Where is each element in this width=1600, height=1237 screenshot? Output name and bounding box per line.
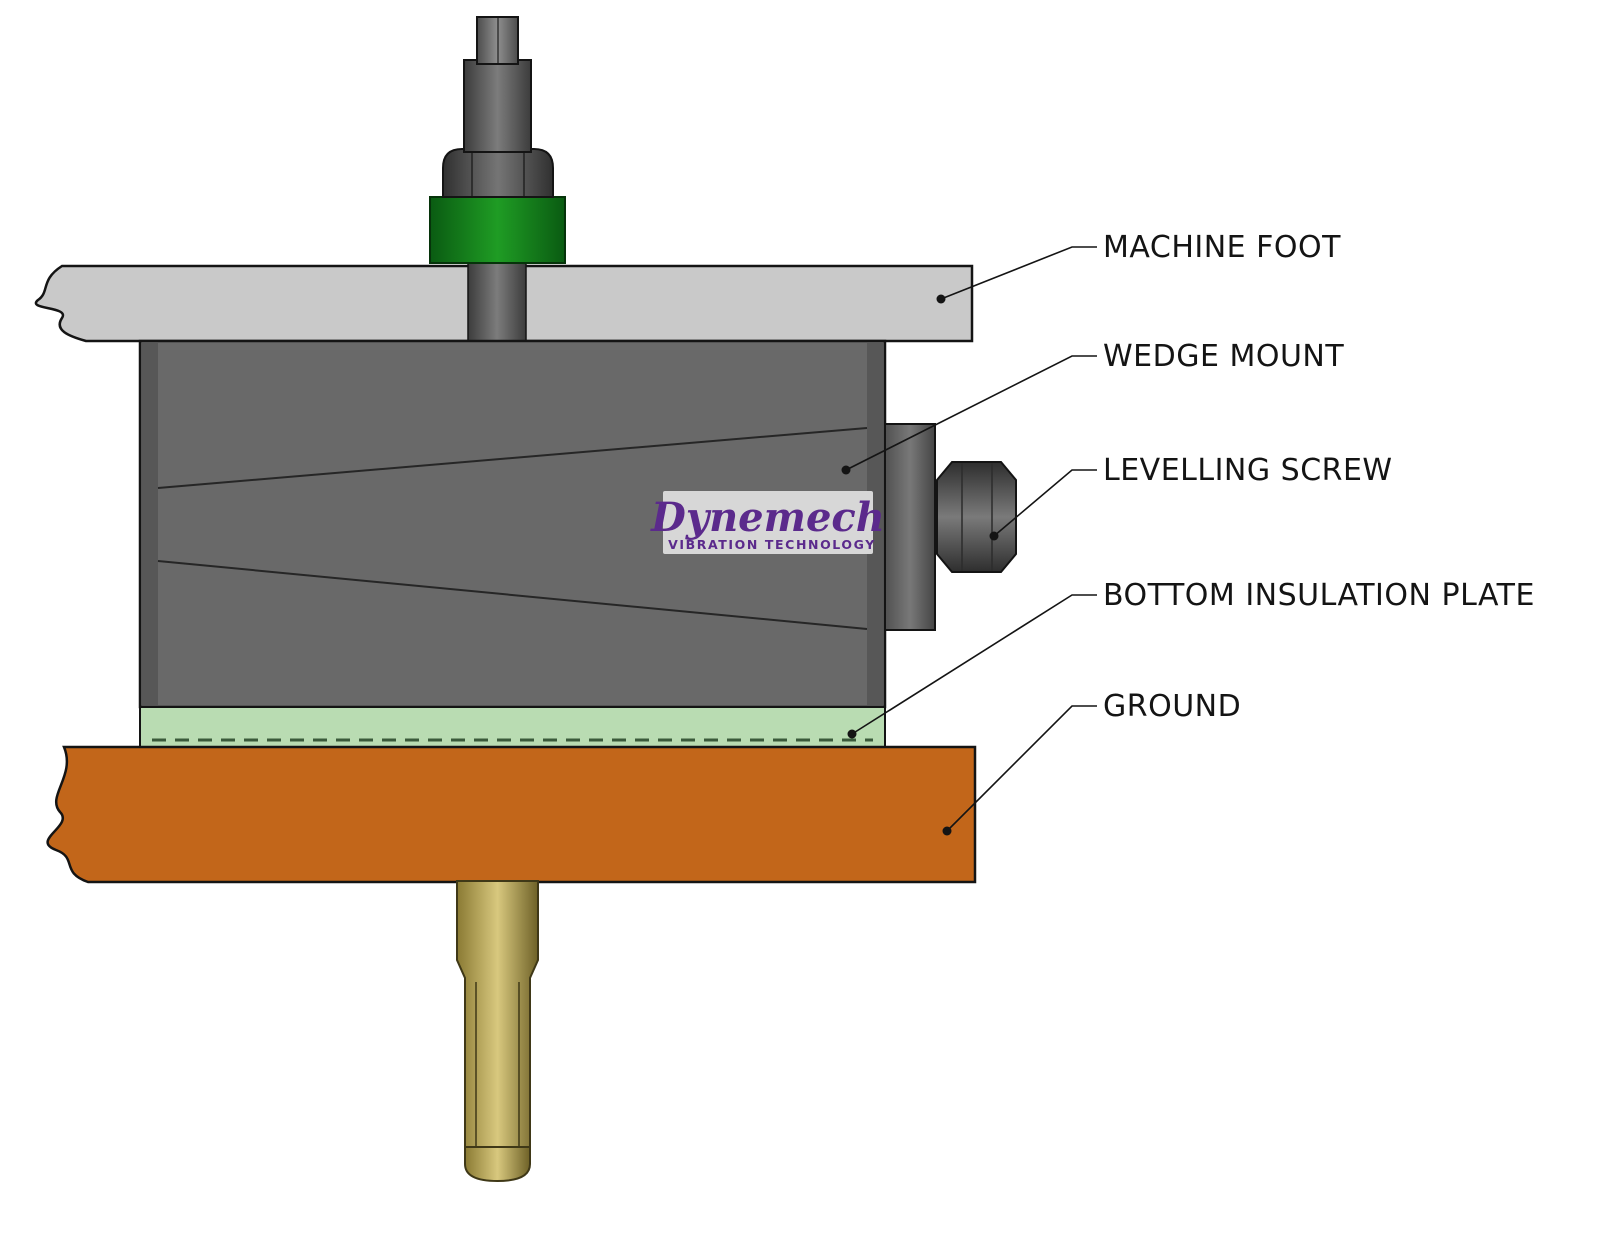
- callout-labels: MACHINE FOOT WEDGE MOUNT LEVELLING SCREW…: [1103, 230, 1535, 724]
- leader-machine-foot: [940, 246, 1097, 300]
- leader-dot-ground: [942, 826, 952, 836]
- levelling-screw-boss: [884, 423, 936, 631]
- leader-levelling-screw: [993, 469, 1097, 537]
- leader-dot-levelling-screw: [989, 531, 999, 541]
- leader-ground: [946, 705, 1097, 832]
- anchor-bolt-upper-shaft: [467, 254, 527, 346]
- levelling-screw-nut: [936, 461, 1017, 573]
- leader-wedge-mount: [845, 355, 1097, 471]
- wedge-diagonal-lower: [157, 560, 868, 630]
- label-bottom-insulation-plate: BOTTOM INSULATION PLATE: [1103, 578, 1535, 613]
- leader-dot-bottom-insulation-plate: [847, 729, 857, 739]
- leader-dot-wedge-mount: [841, 465, 851, 475]
- leader-lines: [845, 246, 1097, 832]
- lock-ring: [429, 196, 566, 264]
- label-ground: GROUND: [1103, 689, 1241, 724]
- foundation-anchor-shank: [456, 880, 539, 1148]
- foundation-anchor-tip: [464, 1146, 531, 1183]
- logo: Dynemech VIBRATION TECHNOLOGY: [650, 491, 885, 554]
- leader-dots: [841, 294, 999, 836]
- wedge-mount-left-shade: [142, 343, 158, 705]
- bolt-upper-shaft: [463, 59, 532, 153]
- wedge-mount-right-shade: [867, 343, 883, 705]
- wedge-diagonal-upper: [157, 427, 868, 489]
- label-machine-foot: MACHINE FOOT: [1103, 230, 1341, 265]
- logo-tagline: VIBRATION TECHNOLOGY: [668, 537, 876, 552]
- logo-background: [663, 491, 873, 554]
- leader-bottom-insulation-plate: [851, 594, 1097, 735]
- leader-dot-machine-foot: [936, 294, 946, 304]
- top-hex-nut: [442, 148, 554, 198]
- label-wedge-mount: WEDGE MOUNT: [1103, 339, 1344, 374]
- ground-slab: [46, 745, 977, 884]
- label-levelling-screw: LEVELLING SCREW: [1103, 453, 1393, 488]
- logo-wordmark: Dynemech: [650, 494, 885, 541]
